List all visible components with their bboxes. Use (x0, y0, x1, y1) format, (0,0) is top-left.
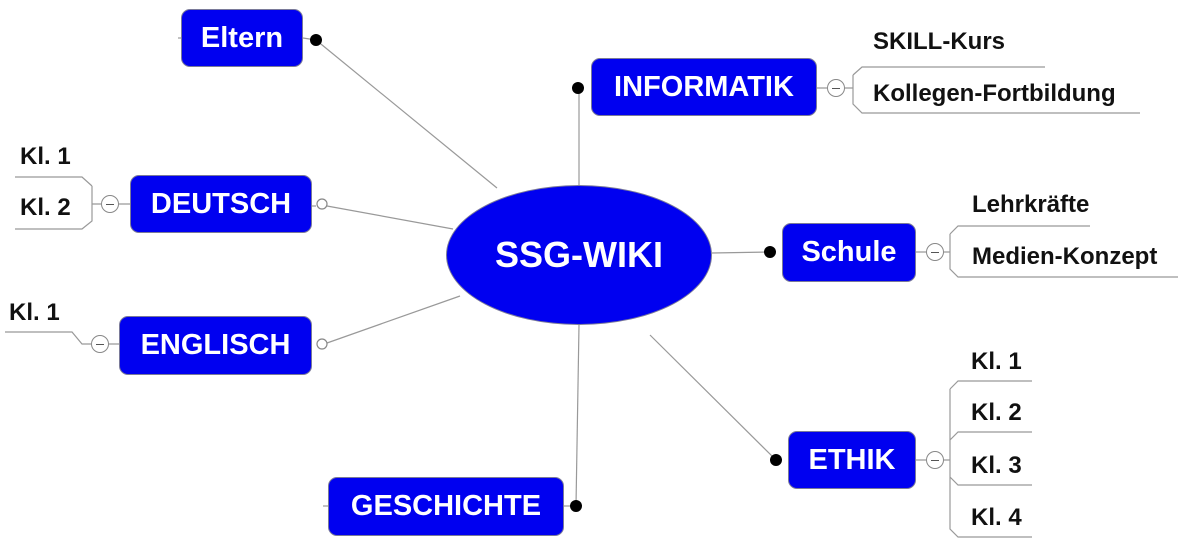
topic-englisch[interactable]: ENGLISCH (119, 316, 312, 375)
topic-geschichte[interactable]: GESCHICHTE (328, 477, 564, 536)
connector-eltern (315, 39, 498, 189)
collapse-ethik-icon[interactable] (926, 451, 944, 469)
subtopic-ethik-kl1[interactable]: Kl. 1 (971, 348, 1022, 375)
connector-open-dot (316, 338, 328, 350)
connector-dot (310, 34, 322, 46)
connector-englisch (326, 295, 461, 344)
schule-child-lines (916, 225, 1178, 278)
subtopic-skill-kurs[interactable]: SKILL-Kurs (873, 28, 1005, 55)
subtopic-kollegen-fortbildung[interactable]: Kollegen-Fortbildung (873, 80, 1116, 107)
subtopic-ethik-kl4[interactable]: Kl. 4 (971, 504, 1022, 531)
collapse-schule-icon[interactable] (926, 243, 944, 261)
informatik-child-lines (817, 66, 1140, 114)
ethik-child-lines (916, 380, 1032, 538)
topic-deutsch[interactable]: DEUTSCH (130, 175, 312, 233)
subtopic-ethik-kl2[interactable]: Kl. 2 (971, 399, 1022, 426)
connector-open-dot (316, 198, 328, 210)
englisch-child-lines (5, 331, 119, 345)
topic-ethik[interactable]: ETHIK (788, 431, 916, 489)
subtopic-ethik-kl3[interactable]: Kl. 3 (971, 452, 1022, 479)
connector-dot (570, 500, 582, 512)
connector-ethik (649, 334, 777, 461)
subtopic-lehrkraefte[interactable]: Lehrkräfte (972, 191, 1090, 218)
topic-eltern[interactable]: Eltern (181, 9, 303, 67)
topic-informatik[interactable]: INFORMATIK (591, 58, 817, 116)
collapse-englisch-icon[interactable] (91, 335, 109, 353)
connector-deutsch (326, 205, 454, 230)
connector-dot (770, 454, 782, 466)
deutsch-child-lines (15, 176, 130, 230)
subtopic-englisch-kl1[interactable]: Kl. 1 (9, 299, 60, 326)
connector-dot (572, 82, 584, 94)
collapse-informatik-icon[interactable] (827, 79, 845, 97)
subtopic-medien-konzept[interactable]: Medien-Konzept (972, 243, 1158, 270)
central-topic[interactable]: SSG-WIKI (446, 185, 712, 325)
topic-schule[interactable]: Schule (782, 223, 916, 282)
connector-geschichte (575, 324, 580, 507)
subtopic-deutsch-kl1[interactable]: Kl. 1 (20, 143, 71, 170)
connector-schule (711, 251, 771, 254)
collapse-deutsch-icon[interactable] (101, 195, 119, 213)
connector-dot (764, 246, 776, 258)
subtopic-deutsch-kl2[interactable]: Kl. 2 (20, 194, 71, 221)
